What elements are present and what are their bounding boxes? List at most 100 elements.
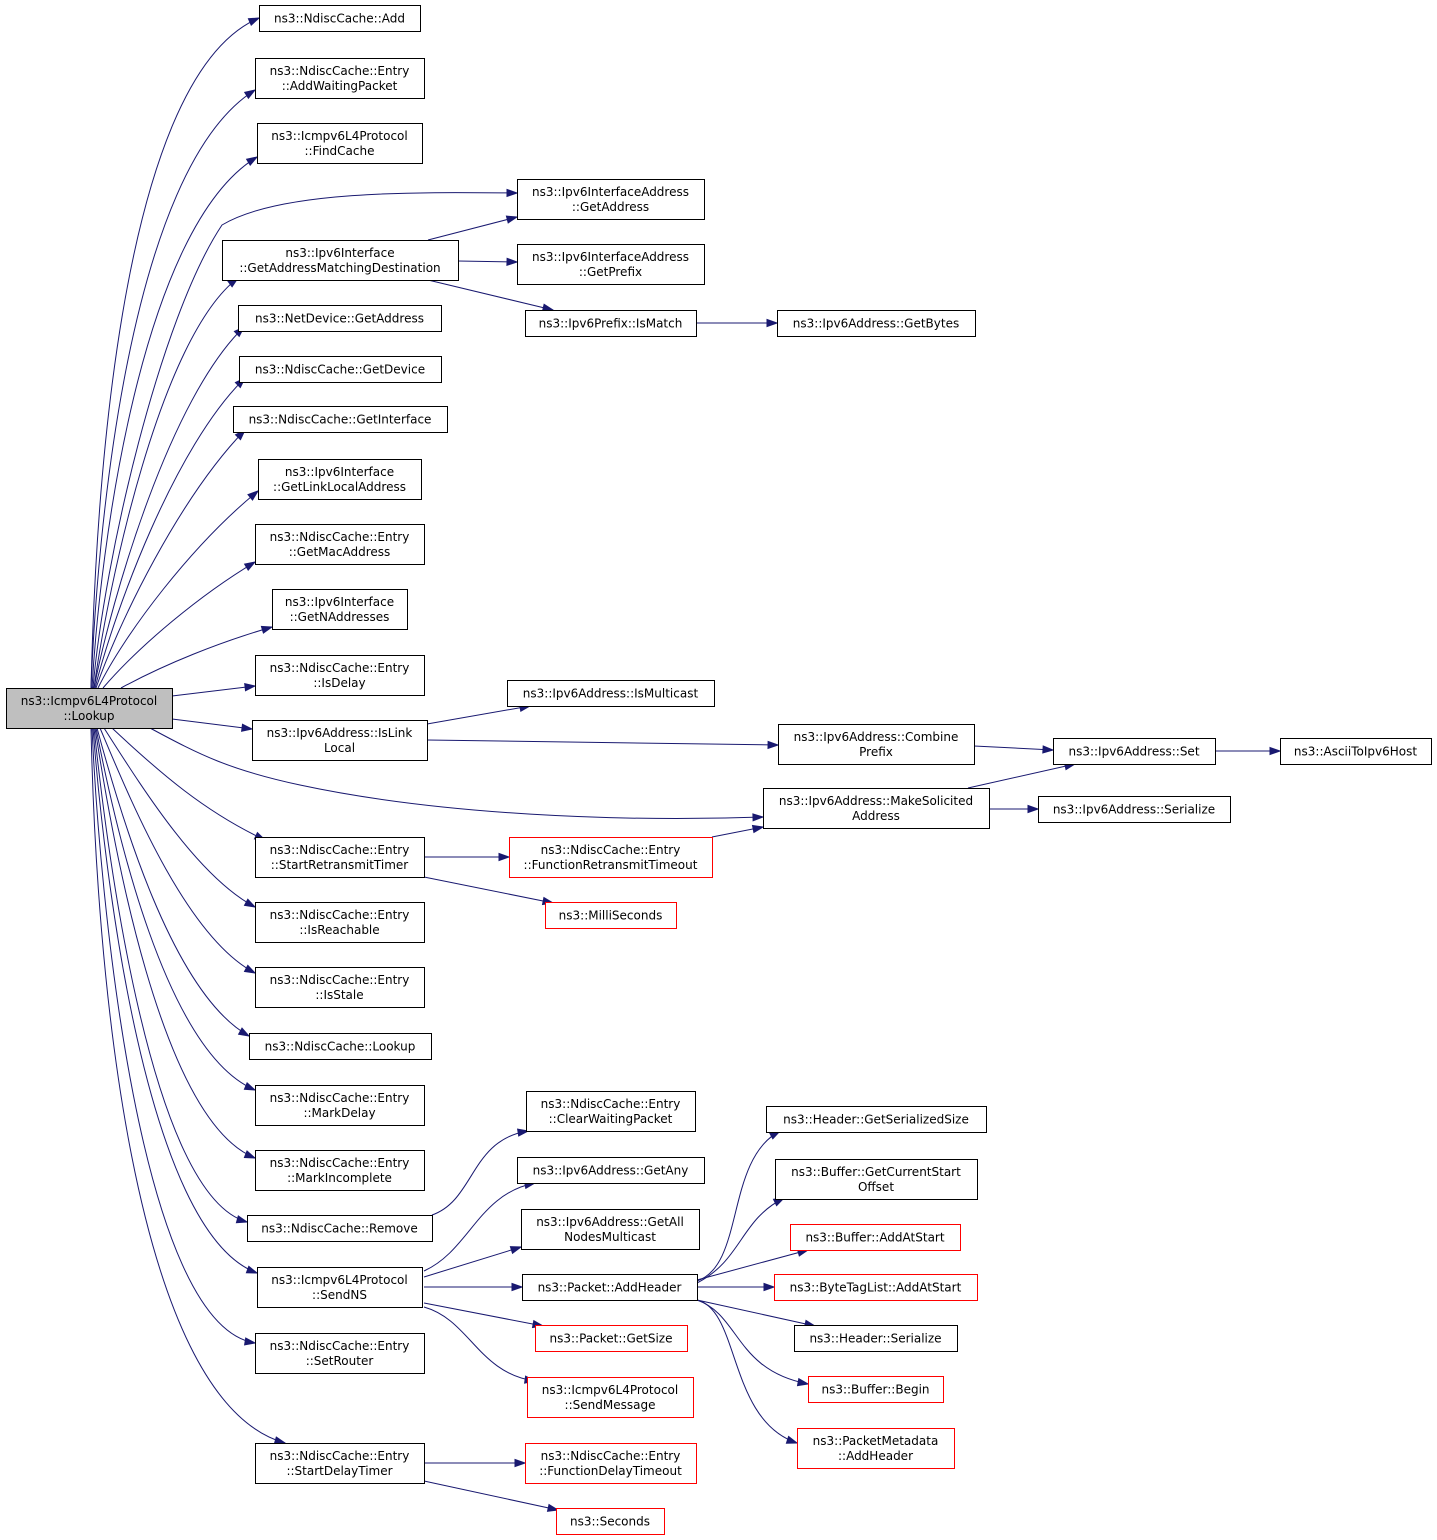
edge-arrowhead — [511, 1282, 524, 1292]
node-buffer-begin[interactable]: ns3::Buffer::Begin — [808, 1376, 944, 1403]
node-entry-clearwaiting[interactable]: ns3::NdiscCache::Entry::ClearWaitingPack… — [526, 1091, 696, 1132]
edge-arrowhead — [506, 188, 519, 198]
edge-arrowhead — [751, 824, 765, 834]
node-label-line: ns3::NdiscCache::GetDevice — [255, 363, 425, 377]
node-addr-ismulticast[interactable]: ns3::Ipv6Address::IsMulticast — [507, 680, 715, 707]
node-icmp-sendmessage[interactable]: ns3::Icmpv6L4Protocol::SendMessage — [527, 1377, 694, 1418]
node-entry-markdelay[interactable]: ns3::NdiscCache::Entry::MarkDelay — [255, 1085, 425, 1126]
node-box — [790, 1224, 961, 1251]
node-label-line: ns3::Ipv6Address::IsLink — [267, 726, 413, 740]
node-addr-set[interactable]: ns3::Ipv6Address::Set — [1053, 738, 1216, 765]
edge-arrowhead — [785, 1435, 799, 1444]
call-edge-root-to-entry_addwaiting — [90, 89, 257, 689]
edge-line — [696, 1299, 816, 1327]
call-edge-icmp_sendns-to-addr_getany — [423, 1180, 537, 1272]
node-label-line: ::MarkIncomplete — [287, 1171, 392, 1185]
node-box — [1038, 796, 1231, 823]
edge-line — [426, 705, 531, 725]
node-ndisc-remove[interactable]: ns3::NdiscCache::Remove — [247, 1215, 433, 1242]
node-box — [525, 310, 697, 337]
node-entry-isstale[interactable]: ns3::NdiscCache::Entry::IsStale — [255, 967, 425, 1008]
node-label-line: ns3::NdiscCache::Entry — [270, 530, 410, 544]
node-entry-getmac[interactable]: ns3::NdiscCache::Entry::GetMacAddress — [255, 524, 425, 565]
node-label-line: ns3::Ipv6Address::IsMulticast — [523, 687, 699, 701]
node-addr-getbytes[interactable]: ns3::Ipv6Address::GetBytes — [777, 310, 976, 337]
node-icmp-findcache[interactable]: ns3::Icmpv6L4Protocol::FindCache — [257, 123, 423, 164]
node-ascii-to-ipv6[interactable]: ns3::AsciiToIpv6Host — [1280, 738, 1432, 765]
edge-arrowhead — [1269, 746, 1282, 756]
node-label-line: ::AddWaitingPacket — [282, 79, 398, 93]
node-iface-getlinklocal[interactable]: ns3::Ipv6Interface::GetLinkLocalAddress — [258, 459, 422, 500]
node-addr-getany[interactable]: ns3::Ipv6Address::GetAny — [517, 1157, 705, 1184]
node-label-line: ns3::NdiscCache::Lookup — [265, 1040, 416, 1054]
edge-arrowhead — [235, 1215, 249, 1224]
node-iface-getaddrmatch[interactable]: ns3::Ipv6Interface::GetAddressMatchingDe… — [222, 240, 459, 281]
node-label-line: ::Lookup — [63, 709, 114, 723]
node-bytetaglist-addatstart[interactable]: ns3::ByteTagList::AddAtStart — [774, 1274, 978, 1301]
node-ifaddr-getaddress[interactable]: ns3::Ipv6InterfaceAddress::GetAddress — [517, 179, 705, 220]
node-box — [255, 1150, 425, 1191]
node-entry-funcretransmit[interactable]: ns3::NdiscCache::Entry::FunctionRetransm… — [509, 837, 713, 878]
node-ndisc-getdevice[interactable]: ns3::NdiscCache::GetDevice — [239, 356, 442, 383]
node-label-line: ::GetNAddresses — [290, 610, 390, 624]
node-box — [238, 305, 442, 332]
node-entry-addwaiting[interactable]: ns3::NdiscCache::Entry::AddWaitingPacket — [255, 58, 425, 99]
node-ndisc-lookup[interactable]: ns3::NdiscCache::Lookup — [249, 1033, 432, 1060]
node-label-line: ns3::NdiscCache::GetInterface — [249, 413, 432, 427]
node-prefix-ismatch[interactable]: ns3::Ipv6Prefix::IsMatch — [525, 310, 697, 337]
edge-arrowhead — [506, 257, 519, 266]
node-milliseconds[interactable]: ns3::MilliSeconds — [545, 902, 677, 929]
node-box — [778, 724, 975, 765]
edge-line — [94, 377, 246, 689]
node-entry-startretransmit[interactable]: ns3::NdiscCache::Entry::StartRetransmitT… — [255, 837, 425, 878]
edge-line — [696, 1249, 809, 1281]
edge-line — [90, 17, 260, 689]
call-edge-icmp_sendns-to-packet_addheader — [424, 1282, 524, 1292]
node-packet-addheader[interactable]: ns3::Packet::AddHeader — [522, 1274, 698, 1301]
node-entry-startdelay[interactable]: ns3::NdiscCache::Entry::StartDelayTimer — [255, 1443, 425, 1484]
node-label-line: ns3::NdiscCache::Entry — [541, 1449, 681, 1463]
node-netdev-getaddress[interactable]: ns3::NetDevice::GetAddress — [238, 305, 442, 332]
edge-line — [120, 626, 273, 689]
node-ndisc-add[interactable]: ns3::NdiscCache::Add — [259, 5, 421, 32]
node-entry-markincomplete[interactable]: ns3::NdiscCache::Entry::MarkIncomplete — [255, 1150, 425, 1191]
node-iface-getn[interactable]: ns3::Ipv6Interface::GetNAddresses — [272, 589, 408, 630]
node-addr-serialize[interactable]: ns3::Ipv6Address::Serialize — [1038, 796, 1231, 823]
node-buffer-addatstart[interactable]: ns3::Buffer::AddAtStart — [790, 1224, 961, 1251]
node-icmp-sendns[interactable]: ns3::Icmpv6L4Protocol::SendNS — [257, 1267, 423, 1308]
node-header-getserializedsize[interactable]: ns3::Header::GetSerializedSize — [766, 1106, 987, 1133]
node-label-line: ns3::NdiscCache::Entry — [270, 843, 410, 857]
node-box — [509, 837, 713, 878]
call-edge-iface_getaddrmatch-to-ifaddr_getprefix — [457, 257, 519, 266]
edge-line — [99, 727, 256, 974]
node-entry-setrouter[interactable]: ns3::NdiscCache::Entry::SetRouter — [255, 1333, 425, 1374]
call-edge-root-to-iface_getn — [120, 625, 274, 689]
edge-line — [103, 727, 256, 908]
node-box — [252, 720, 428, 761]
node-label-line: ns3::Ipv6Prefix::IsMatch — [539, 317, 683, 331]
node-ndisc-getinterface[interactable]: ns3::NdiscCache::GetInterface — [233, 406, 448, 433]
edge-line — [149, 727, 764, 819]
edge-arrowhead — [247, 490, 260, 501]
node-pktmeta-addheader[interactable]: ns3::PacketMetadata::AddHeader — [797, 1428, 955, 1469]
node-entry-funcdelay[interactable]: ns3::NdiscCache::Entry::FunctionDelayTim… — [525, 1443, 697, 1484]
node-label-line: ns3::Ipv6InterfaceAddress — [532, 250, 689, 264]
call-edge-prefix_ismatch-to-addr_getbytes — [696, 318, 779, 328]
node-entry-isreachable[interactable]: ns3::NdiscCache::Entry::IsReachable — [255, 902, 425, 943]
node-root[interactable]: ns3::Icmpv6L4Protocol::Lookup — [6, 688, 173, 729]
node-label-line: ::AddHeader — [838, 1449, 913, 1463]
node-label-line: ::GetLinkLocalAddress — [273, 480, 406, 494]
node-seconds[interactable]: ns3::Seconds — [556, 1508, 665, 1535]
node-label-line: ns3::Ipv6Address::GetAll — [536, 1215, 684, 1229]
edge-line — [696, 1299, 809, 1385]
edge-line — [171, 685, 256, 697]
node-ifaddr-getprefix[interactable]: ns3::Ipv6InterfaceAddress::GetPrefix — [517, 244, 705, 285]
node-entry-isdelay[interactable]: ns3::NdiscCache::Entry::IsDelay — [255, 655, 425, 696]
node-packet-getsize[interactable]: ns3::Packet::GetSize — [535, 1325, 688, 1352]
node-header-serialize[interactable]: ns3::Header::Serialize — [794, 1325, 958, 1352]
